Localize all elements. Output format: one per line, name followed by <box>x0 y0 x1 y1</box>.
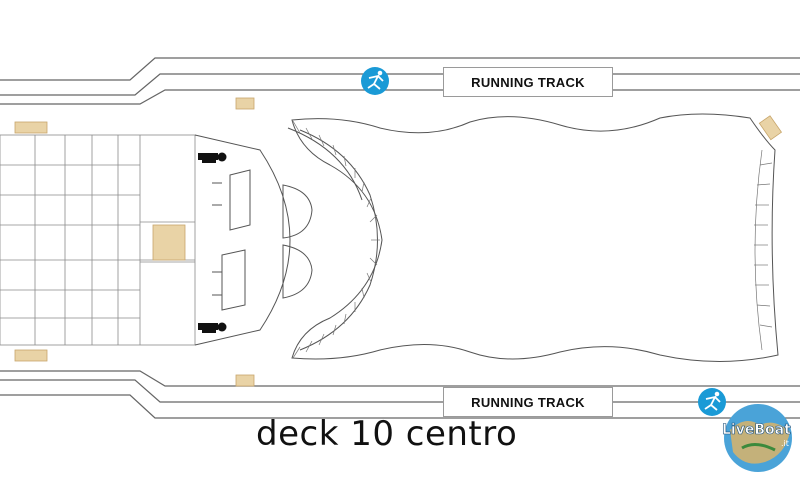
lounger <box>758 115 783 141</box>
person-icon <box>198 152 227 163</box>
svg-text:LiveBoat: LiveBoat <box>722 422 791 438</box>
lounger-group <box>14 97 783 387</box>
jogger-icon <box>361 67 389 95</box>
deck-grid <box>0 134 196 346</box>
hull-outline <box>0 57 800 419</box>
lounger <box>235 374 255 387</box>
aft-seating <box>754 149 773 351</box>
running-track-label: RUNNING TRACK <box>443 67 613 97</box>
person-icon <box>198 322 227 333</box>
liveboat-logo: LiveBoat .it <box>722 404 792 472</box>
seating-steps <box>292 120 380 359</box>
lounger <box>14 349 48 362</box>
running-track-label: RUNNING TRACK <box>443 387 613 417</box>
lounger <box>152 224 186 261</box>
forward-structure <box>194 134 313 346</box>
pool-area <box>287 113 779 362</box>
svg-text:.it: .it <box>781 439 789 448</box>
lounger <box>14 121 48 134</box>
deck-caption: deck 10 centro <box>256 414 518 454</box>
lounger <box>235 97 255 110</box>
jogger-icon <box>698 388 726 416</box>
